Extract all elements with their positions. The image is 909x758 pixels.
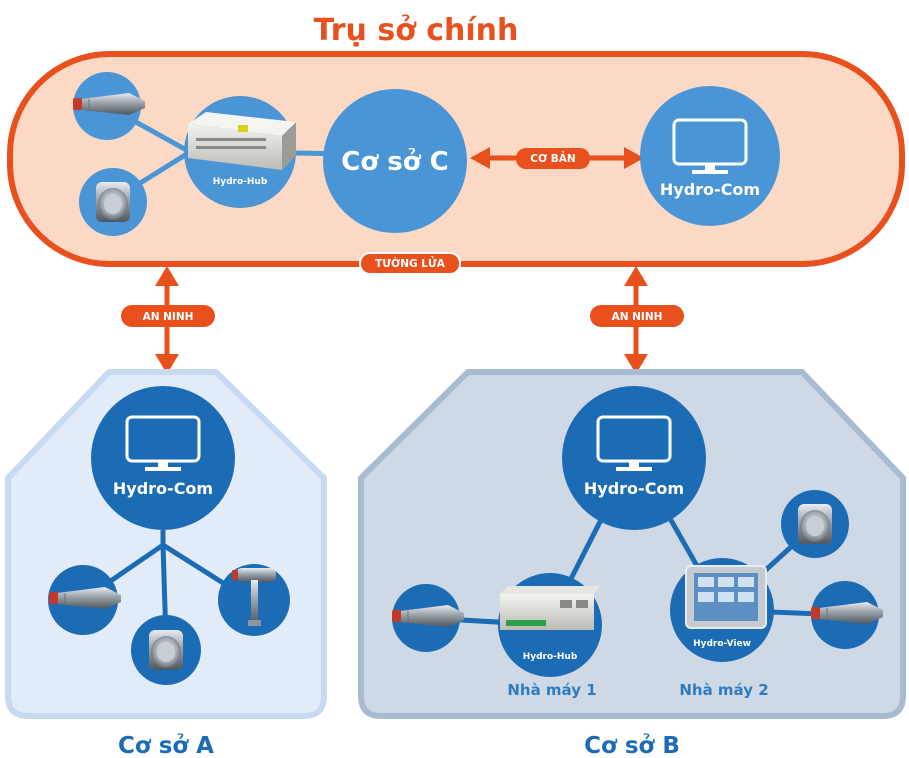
site-b-hub-node[interactable]: Hydro-Hub: [498, 573, 602, 677]
plant-1-label: Nhà máy 1: [507, 681, 596, 699]
hub-device-icon: [188, 112, 296, 170]
site-a-round-sensor[interactable]: [131, 615, 201, 685]
site-a-label: Cơ sở A: [118, 733, 214, 758]
site-b-com-label: Hydro-Com: [584, 479, 684, 498]
security-link-right: AN NINH: [590, 266, 684, 374]
hq-probe-sensor[interactable]: [72, 72, 146, 140]
basic-link-label: CƠ BẢN: [530, 151, 575, 165]
firewall-badge: TƯỜNG LỬA: [359, 252, 461, 275]
site-b-probe-right[interactable]: [810, 581, 884, 649]
security-right-label: AN NINH: [612, 311, 663, 323]
basic-link: CƠ BẢN: [470, 147, 644, 169]
site-a-com-label: Hydro-Com: [113, 479, 213, 498]
site-b-com-node[interactable]: Hydro-Com: [562, 386, 706, 530]
site-b-view-label: Hydro-View: [693, 639, 751, 649]
site-b-round-sensor[interactable]: [781, 490, 849, 558]
firewall-label: TƯỜNG LỬA: [375, 256, 446, 270]
site-b-label: Cơ sở B: [584, 733, 680, 758]
hub-device-icon: [500, 586, 600, 630]
site-a-probe-sensor[interactable]: [48, 565, 122, 635]
round-sensor-icon: [798, 504, 832, 544]
hq-com-node[interactable]: Hydro-Com: [640, 86, 780, 226]
hq-round-sensor[interactable]: [79, 168, 147, 236]
touch-panel-icon: [685, 565, 767, 629]
hq-hub-label: Hydro-Hub: [213, 177, 268, 187]
hq-com-label: Hydro-Com: [660, 180, 760, 199]
moisture-probe-icon: [232, 568, 276, 626]
security-left-label: AN NINH: [143, 311, 194, 323]
site-b-hub-label: Hydro-Hub: [523, 652, 578, 662]
plant-2-label: Nhà máy 2: [679, 681, 768, 699]
hq-hub-node[interactable]: Hydro-Hub: [184, 96, 296, 208]
site-c-node[interactable]: Cơ sở C: [323, 89, 467, 233]
hq-title: Trụ sở chính: [314, 13, 519, 48]
site-b-view-node[interactable]: Hydro-View: [670, 558, 774, 662]
round-sensor-icon: [149, 630, 183, 670]
site-b-probe-left[interactable]: [391, 584, 465, 652]
round-sensor-icon: [96, 182, 130, 222]
site-a-com-node[interactable]: Hydro-Com: [91, 386, 235, 530]
security-link-left: AN NINH: [121, 266, 215, 374]
site-a-moisture-probe[interactable]: [218, 564, 290, 636]
site-c-label: Cơ sở C: [341, 146, 448, 177]
